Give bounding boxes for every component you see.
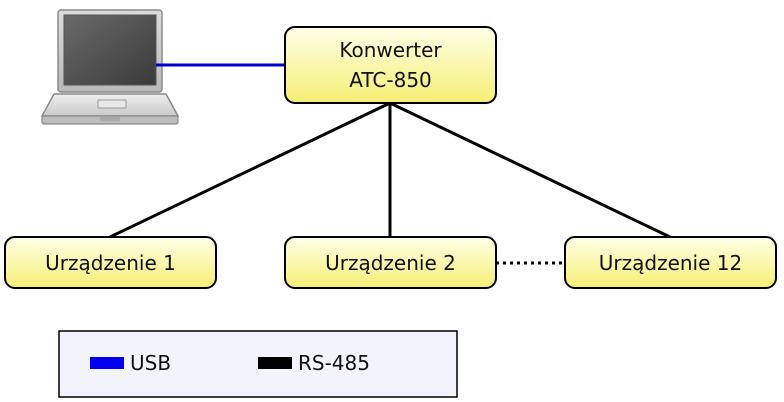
legend-swatch-usb [90, 357, 124, 369]
rs485-line-to-device-12 [389, 101, 671, 239]
device-label: Urządzenie 1 [45, 251, 176, 275]
device-box-1: Urządzenie 1 [4, 236, 217, 289]
device-label: Urządzenie 2 [325, 251, 456, 275]
legend-swatch-rs485 [258, 357, 292, 369]
legend: USB RS-485 [58, 330, 458, 398]
device-box-2: Urządzenie 2 [284, 236, 497, 289]
rs485-line-to-device-1 [109, 101, 391, 239]
legend-label-usb: USB [130, 351, 171, 375]
device-box-12: Urządzenie 12 [564, 236, 777, 289]
device-label: Urządzenie 12 [599, 251, 742, 275]
converter-name: Konwerter [339, 38, 442, 62]
legend-label-rs485: RS-485 [298, 351, 370, 375]
converter-model: ATC-850 [349, 68, 432, 92]
laptop-icon [40, 9, 180, 125]
converter-box: Konwerter ATC-850 [284, 26, 497, 104]
